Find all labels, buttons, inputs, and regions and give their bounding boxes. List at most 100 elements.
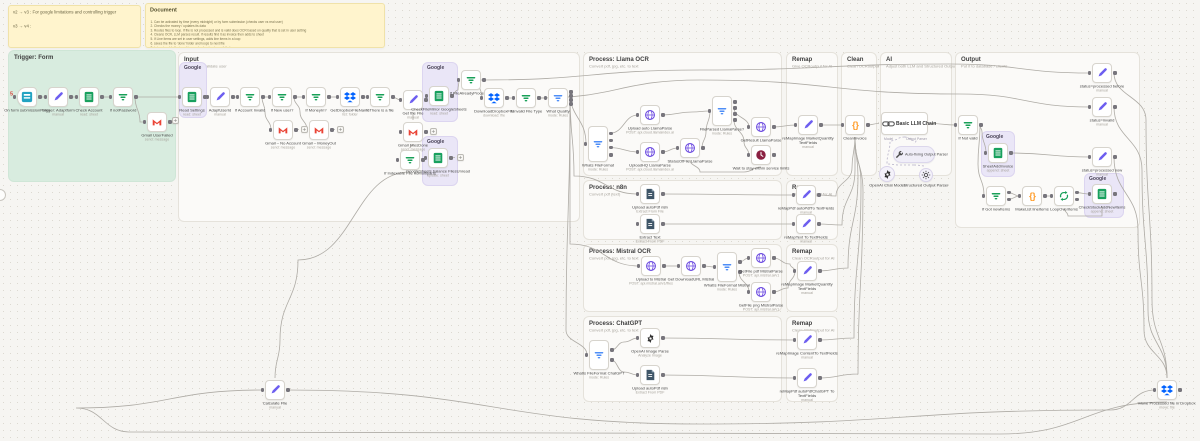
output-port[interactable] xyxy=(610,358,614,362)
input-port[interactable] xyxy=(1087,71,1091,75)
node-ifvalid[interactable]: If Not valid xyxy=(953,115,983,141)
output-port[interactable] xyxy=(738,260,742,264)
output-port[interactable] xyxy=(819,123,823,127)
output-port[interactable] xyxy=(168,120,172,124)
output-port[interactable] xyxy=(661,222,665,226)
output-port[interactable] xyxy=(327,95,331,99)
output-port[interactable] xyxy=(866,123,870,127)
output-port[interactable] xyxy=(1178,388,1182,392)
input-port[interactable] xyxy=(423,156,427,160)
input-port[interactable] xyxy=(791,193,795,197)
sticky-note-version[interactable]: v2 → v3 : For google limitations and con… xyxy=(8,5,141,48)
group-input[interactable]: InputGet files & validate user xyxy=(178,52,580,222)
input-port[interactable] xyxy=(511,96,515,100)
node-statusfile[interactable]: StatusOfFile LlamaParse xyxy=(667,138,713,164)
input-port[interactable] xyxy=(398,98,402,102)
input-port[interactable] xyxy=(707,109,711,113)
output-port[interactable] xyxy=(609,131,613,135)
input-port[interactable] xyxy=(636,264,640,268)
node-waitnode[interactable]: Wait to stay within service limits xyxy=(733,145,789,171)
node-form[interactable]: On form submissionForm xyxy=(4,87,50,113)
input-port[interactable] xyxy=(635,373,639,377)
output-port[interactable] xyxy=(450,94,454,98)
output-port[interactable] xyxy=(772,256,776,260)
input-port[interactable] xyxy=(74,95,78,99)
input-port[interactable] xyxy=(424,94,428,98)
input-port[interactable] xyxy=(268,128,272,132)
output-port[interactable] xyxy=(817,193,821,197)
output-port[interactable] xyxy=(361,95,365,99)
output-port[interactable] xyxy=(261,95,265,99)
input-port[interactable] xyxy=(791,222,795,226)
output-port[interactable] xyxy=(661,373,665,377)
output-port[interactable] xyxy=(482,78,486,82)
output-port[interactable] xyxy=(38,95,42,99)
input-port[interactable] xyxy=(712,265,716,269)
input-port[interactable] xyxy=(108,95,112,99)
output-port[interactable] xyxy=(733,106,737,110)
input-port[interactable] xyxy=(398,130,402,134)
output-port[interactable] xyxy=(1113,105,1117,109)
output-port[interactable] xyxy=(424,130,428,134)
input-port[interactable] xyxy=(676,264,680,268)
output-port[interactable] xyxy=(772,290,776,294)
output-port[interactable] xyxy=(661,113,665,117)
output-port[interactable] xyxy=(733,100,737,104)
output-port[interactable] xyxy=(979,123,983,127)
output-port[interactable] xyxy=(1113,71,1117,75)
output-port[interactable] xyxy=(610,348,614,352)
input-port[interactable] xyxy=(635,222,639,226)
node-getresult[interactable]: GetResult LlamaParse xyxy=(741,117,781,143)
node-ifinvalidtype[interactable]: If Invalid File Type xyxy=(510,88,542,114)
output-port[interactable] xyxy=(134,95,138,99)
output-port[interactable] xyxy=(662,264,666,268)
input-port[interactable] xyxy=(479,96,483,100)
output-port[interactable] xyxy=(537,96,541,100)
output-port[interactable] xyxy=(391,95,395,99)
output-port[interactable] xyxy=(1113,192,1117,196)
input-port[interactable] xyxy=(235,95,239,99)
input-port[interactable] xyxy=(1152,388,1156,392)
node-loop[interactable]: LoopOverItems xyxy=(1049,186,1079,212)
output-port[interactable] xyxy=(702,264,706,268)
input-port[interactable] xyxy=(1017,194,1021,198)
output-port[interactable] xyxy=(505,96,509,100)
input-port[interactable] xyxy=(267,95,271,99)
output-port[interactable] xyxy=(818,376,822,380)
output-port[interactable] xyxy=(818,338,822,342)
input-port[interactable] xyxy=(1049,194,1053,198)
node-geturl[interactable]: Get DownloadURL Mistral xyxy=(668,256,714,282)
output-port[interactable] xyxy=(738,270,742,274)
output-port[interactable] xyxy=(733,118,737,122)
output-port[interactable] xyxy=(286,388,290,392)
output-port[interactable] xyxy=(569,90,573,94)
output-port[interactable] xyxy=(1009,151,1013,155)
canvas-edge-node-stub[interactable] xyxy=(0,189,6,201)
output-port[interactable] xyxy=(609,138,613,143)
input-port[interactable] xyxy=(12,95,16,99)
input-port[interactable] xyxy=(635,150,639,154)
input-port[interactable] xyxy=(1087,105,1091,109)
output-port[interactable] xyxy=(701,146,705,150)
output-port[interactable] xyxy=(1075,190,1079,195)
